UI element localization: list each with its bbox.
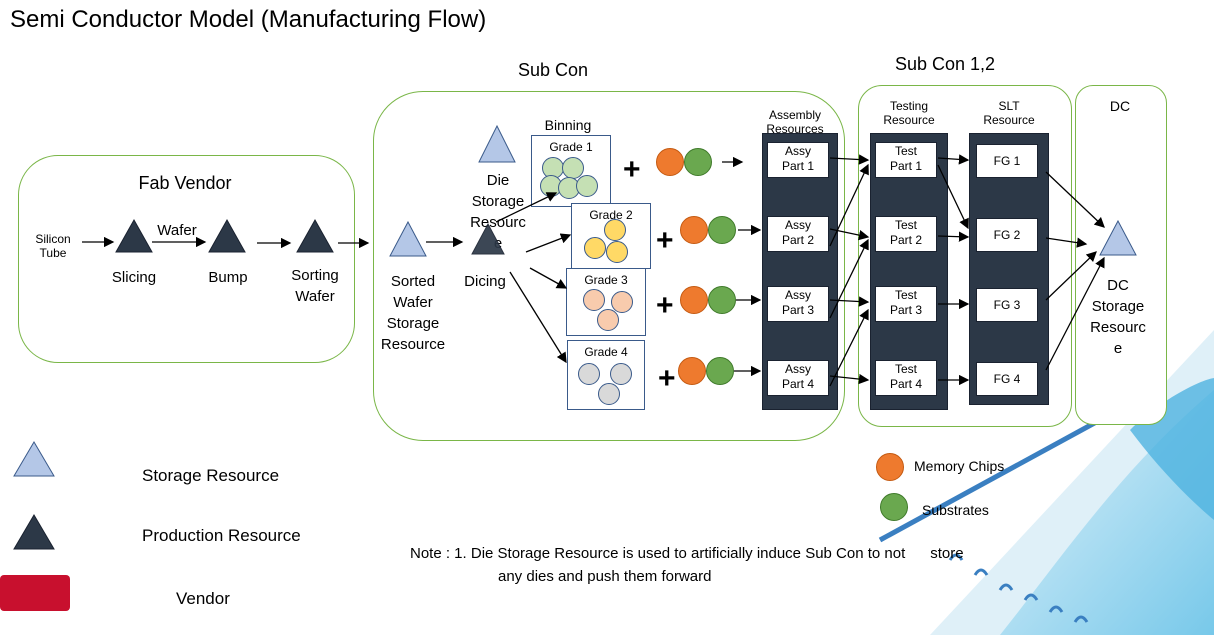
dc-storage-label: DC Storage Resourc e <box>1090 277 1146 357</box>
sorting-wafer-label: Sorting Wafer <box>291 267 339 305</box>
legend-production-icon <box>13 514 55 550</box>
substrate-icon <box>708 216 736 244</box>
grade-1-box: Grade 1 <box>531 135 611 207</box>
die-circle <box>578 363 600 385</box>
fg-4: FG 4 <box>976 362 1038 396</box>
legend-vendor-label: Vendor <box>176 589 230 608</box>
die-circle <box>584 237 606 259</box>
dicing-label: Dicing <box>464 273 506 290</box>
memory-chip-icon <box>680 286 708 314</box>
legend-production-label: Production Resource <box>142 526 301 545</box>
sorting-wafer-production-resource <box>296 218 334 253</box>
assembly-resources-header: Assembly Resources <box>766 108 824 136</box>
die-circle <box>611 291 633 313</box>
die-circle <box>610 363 632 385</box>
test-part-3: Test Part 3 <box>875 286 937 322</box>
legend-memory-chips-label: Memory Chips <box>914 458 1005 474</box>
assy-part-3: Assy Part 3 <box>767 286 829 322</box>
sub-con-12-title: Sub Con 1,2 <box>894 54 996 74</box>
plus-sign: + <box>658 362 676 395</box>
legend-storage-label: Storage Resource <box>142 466 280 485</box>
test-part-2: Test Part 2 <box>875 216 937 252</box>
die-circle <box>597 309 619 331</box>
grade-1-label: Grade 1 <box>549 140 593 154</box>
silicon-tube-label: Silicon Tube <box>35 232 71 260</box>
memory-chip-icon <box>680 216 708 244</box>
substrate-icon <box>708 286 736 314</box>
substrate-icon <box>684 148 712 176</box>
slicing-label: Slicing <box>111 269 157 286</box>
memory-chip-icon <box>678 357 706 385</box>
testing-resource-header: Testing Resource <box>883 99 935 127</box>
fg-3: FG 3 <box>976 288 1038 322</box>
legend-vendor-icon <box>0 575 70 611</box>
grade-3-box: Grade 3 <box>566 268 646 336</box>
legend-memory-chip-icon <box>876 453 904 481</box>
bump-label: Bump <box>208 269 248 286</box>
memory-chip-icon <box>656 148 684 176</box>
assy-part-4: Assy Part 4 <box>767 360 829 396</box>
grade-4-box: Grade 4 <box>567 340 645 410</box>
sub-con-title: Sub Con <box>517 60 589 80</box>
plus-sign: + <box>656 289 674 322</box>
bump-production-resource <box>208 218 246 253</box>
die-circle <box>604 219 626 241</box>
fg-2: FG 2 <box>976 218 1038 252</box>
note-line-1: Note : 1. Die Storage Resource is used t… <box>410 545 964 562</box>
substrate-icon <box>706 357 734 385</box>
legend-substrates-label: Substrates <box>922 502 989 518</box>
legend-storage-icon <box>13 441 55 477</box>
assy-part-1: Assy Part 1 <box>767 142 829 178</box>
grade-4-label: Grade 4 <box>584 345 628 359</box>
die-circle <box>598 383 620 405</box>
legend-substrate-icon <box>880 493 908 521</box>
sorted-wafer-storage-resource <box>389 220 427 257</box>
wafer-label: Wafer <box>157 222 197 239</box>
die-circle <box>576 175 598 197</box>
test-part-4: Test Part 4 <box>875 360 937 396</box>
fab-vendor-group <box>18 155 355 363</box>
die-storage-resource <box>478 124 516 163</box>
note-line-2: any dies and push them forward <box>498 568 712 585</box>
dicing-production-resource <box>471 222 505 255</box>
slt-resource-header: SLT Resource <box>983 99 1035 127</box>
die-circle <box>606 241 628 263</box>
grade-2-label: Grade 2 <box>589 208 633 222</box>
binning-label: Binning <box>544 117 592 133</box>
fg-1: FG 1 <box>976 144 1038 178</box>
assy-part-2: Assy Part 2 <box>767 216 829 252</box>
page-title: Semi Conductor Model (Manufacturing Flow… <box>10 6 487 33</box>
dc-title: DC <box>1109 98 1131 114</box>
test-part-1: Test Part 1 <box>875 142 937 178</box>
dc-storage-resource <box>1099 219 1137 256</box>
grade-2-box: Grade 2 <box>571 203 651 269</box>
die-circle <box>583 289 605 311</box>
slt-resource-column <box>969 133 1049 405</box>
fab-vendor-title: Fab Vendor <box>138 173 232 193</box>
grade-3-label: Grade 3 <box>584 273 628 287</box>
plus-sign: + <box>623 153 641 186</box>
plus-sign: + <box>656 224 674 257</box>
sorted-wafer-label: Sorted Wafer Storage Resource <box>380 273 446 353</box>
slicing-production-resource <box>115 218 153 253</box>
